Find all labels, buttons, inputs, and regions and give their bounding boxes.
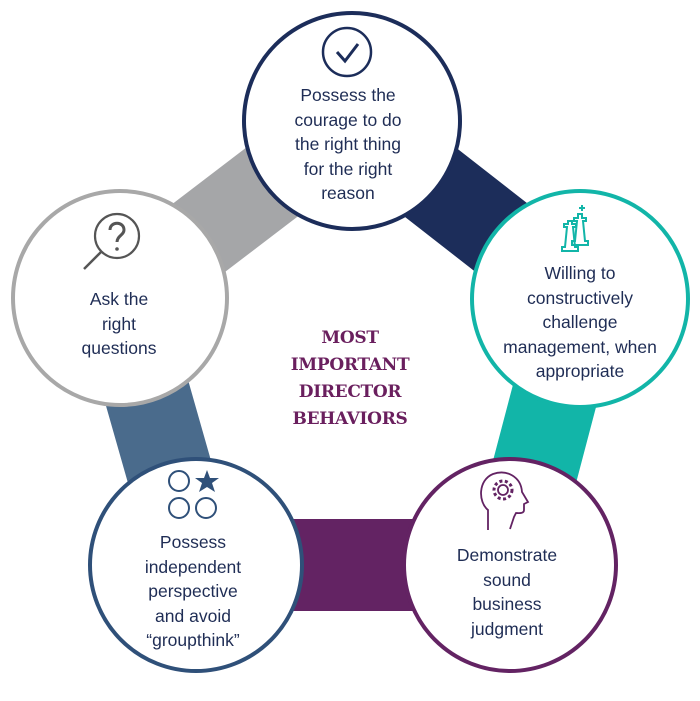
label-line: constructively bbox=[526, 287, 633, 308]
label-line: perspective bbox=[148, 581, 238, 601]
circle-bottom-right bbox=[402, 457, 618, 673]
label-line: management, when bbox=[503, 336, 657, 357]
label-line: the right thing bbox=[294, 134, 402, 154]
title-line: IMPORTANT bbox=[290, 355, 410, 375]
circles-star-icon bbox=[168, 470, 219, 519]
label-line: business bbox=[472, 594, 542, 614]
label-line: Possess the bbox=[300, 85, 396, 105]
label-line: for the right bbox=[303, 158, 393, 179]
label-line: challenge bbox=[542, 312, 618, 332]
magnifier-question-icon bbox=[83, 212, 141, 270]
label-line: reason bbox=[321, 183, 375, 203]
label-line: appropriate bbox=[535, 361, 625, 381]
label-line: courage to do bbox=[294, 109, 402, 130]
chess-pieces-icon bbox=[561, 205, 589, 252]
behavior-challenge: Willing to constructively challenge mana… bbox=[490, 261, 670, 384]
label-line: “groupthink” bbox=[146, 630, 240, 650]
label-line: Willing to bbox=[544, 263, 616, 283]
circle-bottom-left bbox=[88, 457, 304, 673]
title-line: BEHAVIORS bbox=[292, 409, 408, 429]
title-line: MOST bbox=[321, 328, 379, 348]
behavior-courage: Possess the courage to do the right thin… bbox=[258, 83, 438, 206]
label-line: Ask the bbox=[89, 289, 149, 309]
label-line: judgment bbox=[471, 618, 543, 639]
label-line: Demonstrate bbox=[456, 545, 558, 565]
circle-top bbox=[242, 11, 462, 231]
label-line: questions bbox=[81, 338, 157, 358]
label-line: independent bbox=[144, 556, 242, 577]
label-line: and avoid bbox=[155, 605, 231, 626]
circle-left bbox=[11, 189, 229, 407]
behavior-independent: Possess independent perspective and avoi… bbox=[103, 530, 283, 653]
label-line: right bbox=[101, 313, 137, 334]
behavior-judgment: Demonstrate sound business judgment bbox=[417, 543, 597, 641]
head-gear-icon bbox=[480, 471, 530, 530]
label-line: Possess bbox=[159, 532, 227, 552]
checkmark-circle-icon bbox=[321, 26, 373, 78]
label-line: sound bbox=[483, 569, 531, 590]
circle-right bbox=[470, 189, 690, 409]
behavior-questions: Ask the right questions bbox=[29, 287, 209, 361]
title-line: DIRECTOR bbox=[298, 382, 402, 402]
diagram-title: MOST IMPORTANT DIRECTOR BEHAVIORS bbox=[250, 325, 450, 433]
